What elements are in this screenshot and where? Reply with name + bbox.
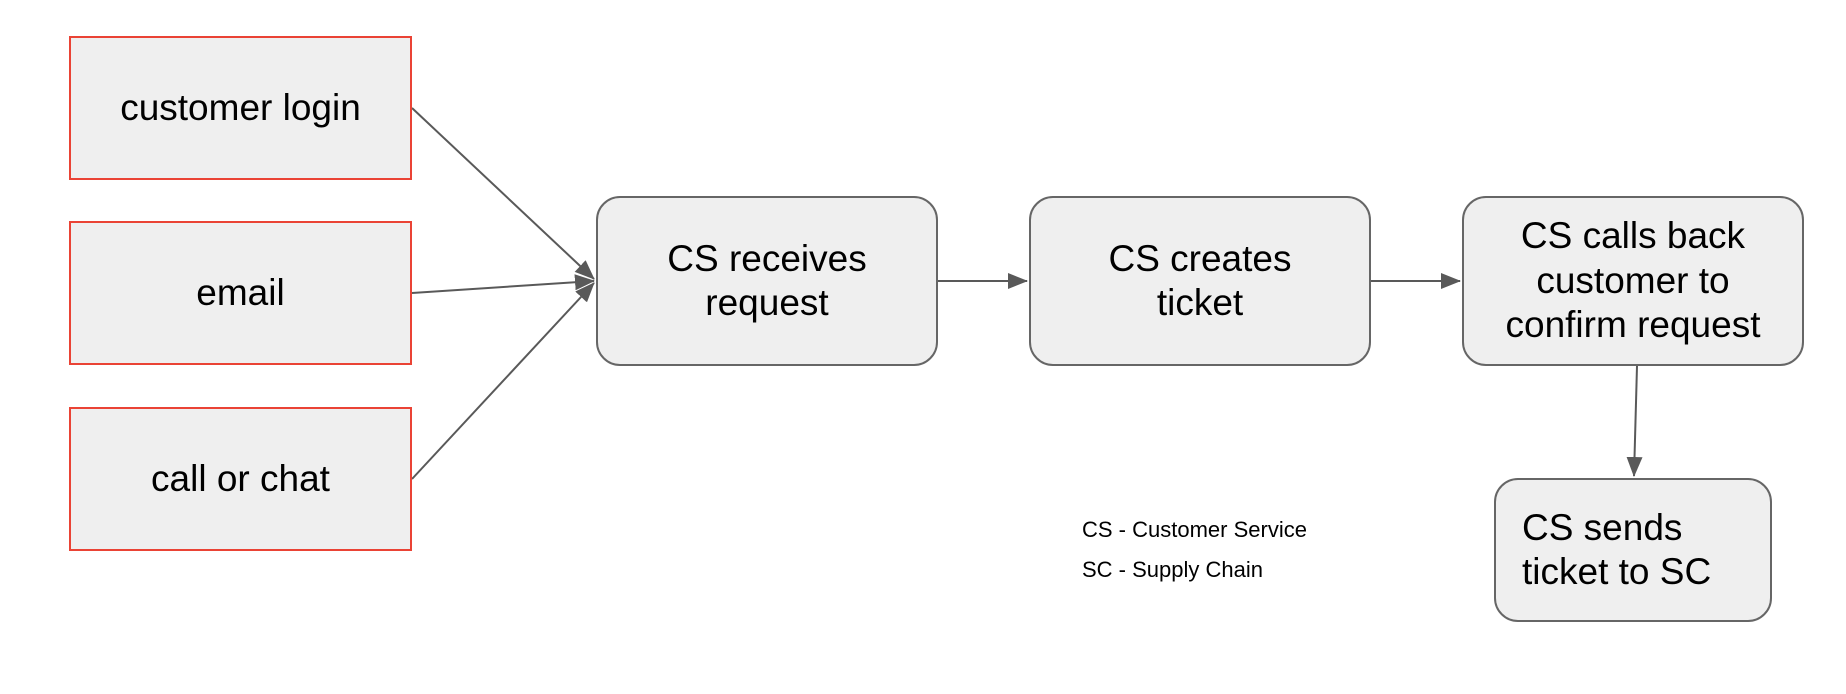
node-email: email xyxy=(69,221,412,365)
legend-sc: SC - Supply Chain xyxy=(1082,557,1263,582)
edge-email-to-receives xyxy=(411,274,595,294)
edge-login-to-receives xyxy=(411,107,595,280)
node-cs-calls-back: CS calls back customer to confirm reques… xyxy=(1462,196,1804,366)
edge-call-to-receives xyxy=(411,282,595,480)
edge-callsback-to-sends xyxy=(1626,365,1643,477)
node-cs-receives-request-label: CS receives request xyxy=(667,237,867,323)
node-email-label: email xyxy=(196,271,285,313)
legend-cs: CS - Customer Service xyxy=(1082,517,1307,542)
node-call-or-chat: call or chat xyxy=(69,407,412,551)
node-customer-login-label: customer login xyxy=(120,86,361,128)
node-call-or-chat-label: call or chat xyxy=(151,457,330,499)
node-cs-creates-ticket-label: CS creates ticket xyxy=(1108,237,1292,323)
node-cs-sends-ticket-label: CS sends ticket to SC xyxy=(1522,506,1712,592)
node-cs-calls-back-label: CS calls back customer to confirm reques… xyxy=(1505,215,1761,346)
node-customer-login: customer login xyxy=(69,36,412,180)
node-cs-creates-ticket: CS creates ticket xyxy=(1029,196,1371,366)
node-cs-receives-request: CS receives request xyxy=(596,196,938,366)
node-cs-sends-ticket: CS sends ticket to SC xyxy=(1494,478,1772,622)
